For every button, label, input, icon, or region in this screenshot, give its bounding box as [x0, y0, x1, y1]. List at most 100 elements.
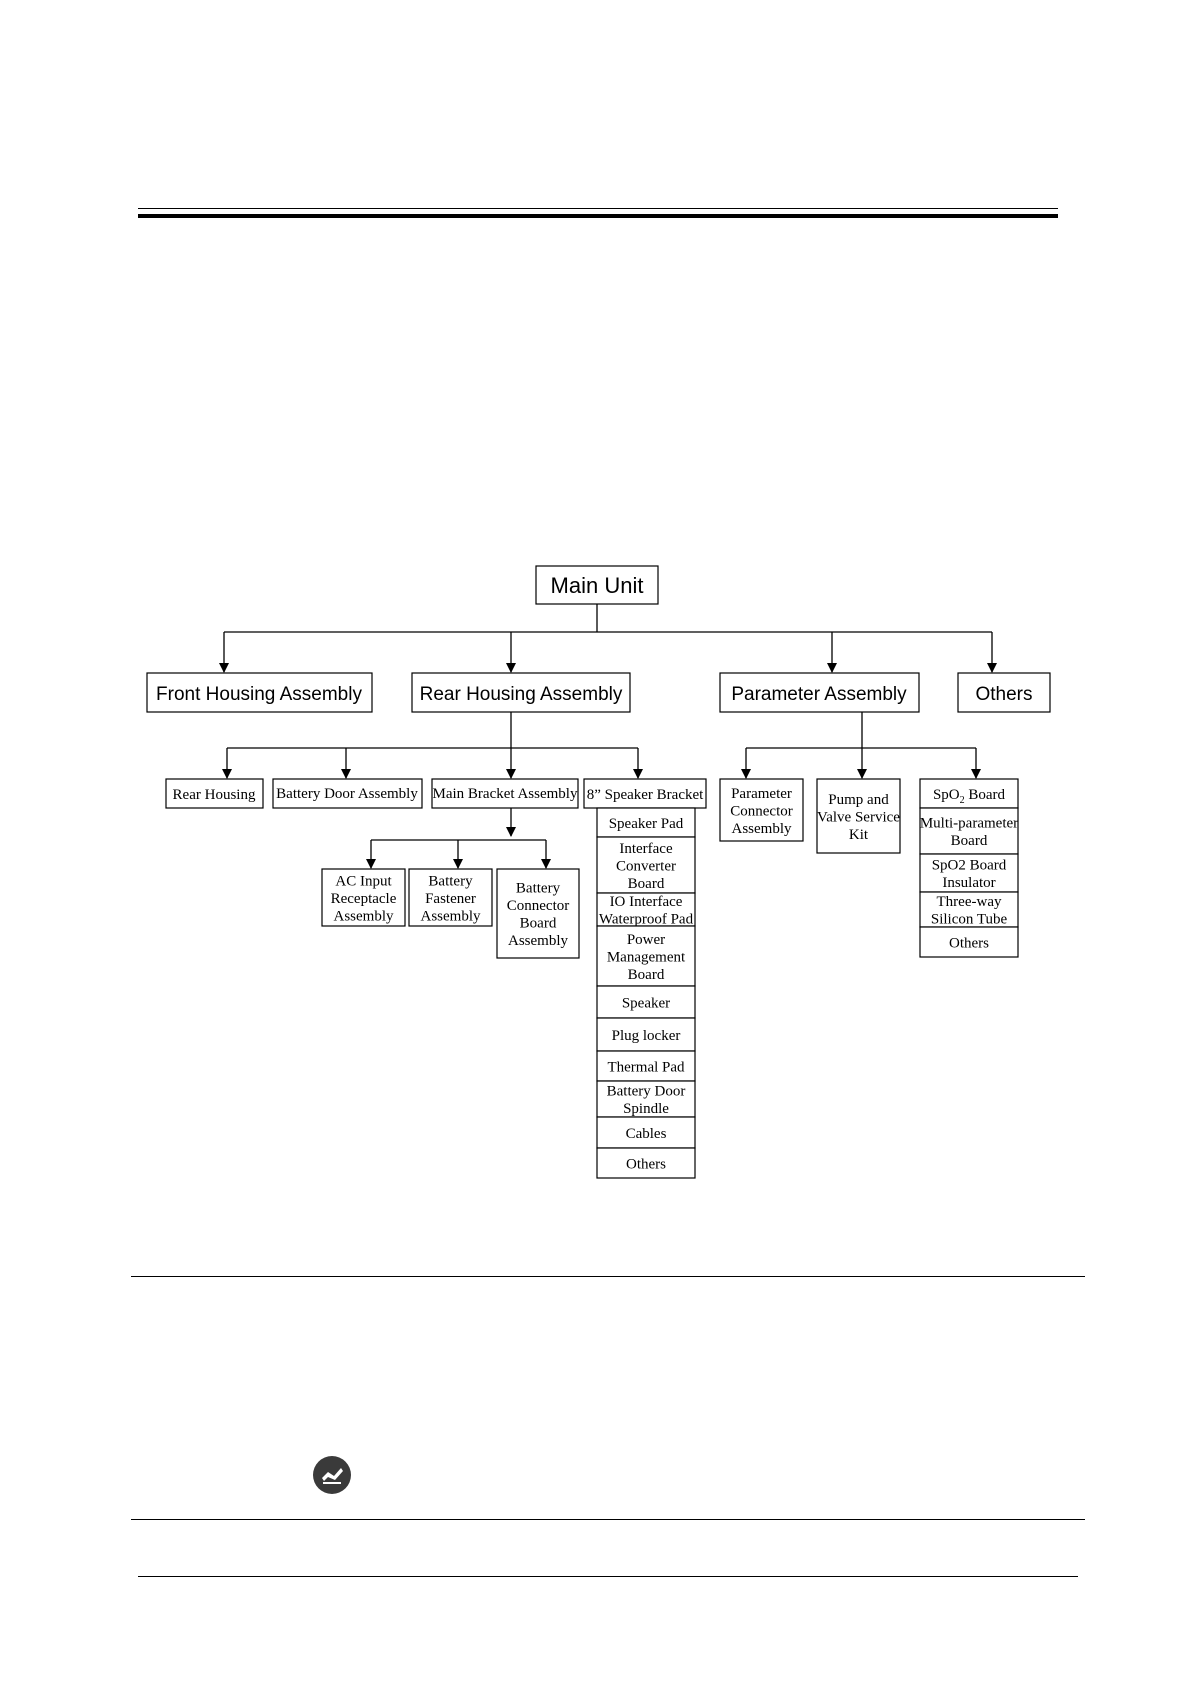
speaker-list-item-1-box	[596, 807, 696, 838]
node-main-bracket-child-2-line-3: Assembly	[421, 908, 482, 924]
speaker-list-item-3-line-1: IO Interface	[610, 894, 683, 910]
spo2-list-item-3-box	[919, 891, 1019, 928]
speaker-list-item-10: Others	[596, 1147, 696, 1179]
spo2-list-item-2-box	[919, 853, 1019, 893]
node-main-bracket-child-1-box	[321, 868, 406, 927]
node-main-bracket-child-2-line-2: Fastener	[425, 891, 476, 907]
speaker-list-item-8-line-1: Battery Door	[607, 1084, 686, 1100]
spo2-list-item-4-line-1: Others	[949, 935, 989, 951]
node-rear-housing-assembly: Rear Housing Assembly	[411, 672, 631, 713]
node-front-housing-assembly: Front Housing Assembly	[146, 672, 373, 713]
speaker-list-item-2-box	[596, 836, 696, 894]
node-others-level1-label: Others	[975, 684, 1032, 705]
node-parameter-child-2-line-2: Valve Service	[817, 809, 900, 825]
node-main-bracket-child-2-line-1: Battery	[428, 873, 473, 889]
speaker-list-item-2-line-1: Interface	[619, 841, 673, 857]
speaker-list-item-8-box	[596, 1080, 696, 1118]
node-parameter-child-1-line-2: Connector	[730, 803, 792, 819]
header-rule-thick	[138, 214, 1058, 218]
spo2-list-item-1-box	[919, 807, 1019, 855]
speaker-list-item-6-line-1: Plug locker	[612, 1028, 681, 1044]
spo2-list-item-2-line-2: Insulator	[942, 875, 995, 891]
spo2-subscript: 2	[960, 795, 965, 806]
speaker-list-item-7-line-1: Thermal Pad	[607, 1059, 685, 1075]
speaker-list-item-4-line-1: Power	[627, 932, 665, 948]
spo2-base: SpO	[933, 787, 960, 803]
main-bracket-children: AC InputReceptacleAssemblyBatteryFastene…	[321, 868, 580, 959]
node-parameter-child-2-line-3: Kit	[849, 827, 869, 843]
speaker-list-item-5: Speaker	[596, 985, 696, 1019]
node-rear-housing-assembly-label: Rear Housing Assembly	[420, 684, 623, 705]
spo2-suffix: Board	[965, 787, 1006, 803]
node-parameter-child-1-box	[719, 778, 804, 842]
spo2-list-item-4-box	[919, 926, 1019, 958]
node-speaker-bracket: 8” Speaker Bracket	[583, 778, 707, 809]
speaker-list-item-1: Speaker Pad	[596, 807, 696, 838]
speaker-list-item-2-line-3: Board	[628, 876, 665, 892]
spo2-list-item-2-line-1: SpO2 Board	[932, 858, 1007, 874]
section-rule-top	[131, 1276, 1085, 1277]
spo2-list-item-1-line-1: Multi-parameter	[920, 816, 1018, 832]
note-hand-icon	[312, 1455, 352, 1495]
node-main-unit-label: Main Unit	[551, 573, 644, 598]
node-parameter-assembly-label: Parameter Assembly	[731, 684, 907, 705]
node-parameter-assembly: Parameter Assembly	[719, 672, 920, 713]
speaker-list-item-3-line-2: Waterproof Pad	[599, 912, 694, 928]
node-main-bracket-assembly: Main Bracket Assembly	[431, 778, 579, 809]
node-spo2-board: SpO2 Board	[919, 778, 1019, 809]
node-parameter-child-1-line-1: Parameter	[731, 786, 792, 802]
speaker-list-item-1-line-1: Speaker Pad	[609, 816, 684, 832]
node-rear-housing: Rear Housing	[165, 778, 264, 809]
section-rule-bottom	[131, 1519, 1085, 1520]
footer-rule	[138, 1576, 1078, 1577]
node-main-bracket-child-3-box	[496, 868, 580, 959]
spo2-list-item-3-line-2: Silicon Tube	[931, 912, 1008, 928]
speaker-list-item-9-line-1: Cables	[626, 1126, 667, 1142]
speaker-list-item-9-box	[596, 1116, 696, 1149]
speaker-list-item-10-line-1: Others	[626, 1156, 666, 1172]
node-main-bracket-assembly-label: Main Bracket Assembly	[433, 786, 578, 802]
speaker-list-item-9: Cables	[596, 1116, 696, 1149]
node-parameter-child-2-line-1: Pump and	[828, 792, 889, 808]
node-main-bracket-child-3-line-2: Connector	[507, 898, 569, 914]
speaker-list-item-10-box	[596, 1147, 696, 1179]
speaker-list-item-4-line-2: Management	[607, 949, 686, 965]
node-main-bracket-child-1-line-3: Assembly	[334, 908, 395, 924]
speaker-list-item-7-box	[596, 1050, 696, 1082]
node-battery-door-assembly-label: Battery Door Assembly	[276, 786, 418, 802]
speaker-list-item-2-line-2: Converter	[616, 858, 676, 874]
node-main-bracket-child-3-line-4: Assembly	[508, 933, 569, 949]
speaker-list-item-8-line-2: Spindle	[623, 1101, 669, 1117]
node-main-bracket-child-1-line-1: AC Input	[335, 873, 392, 889]
spo2-list-item-4: Others	[919, 926, 1019, 958]
node-front-housing-assembly-label: Front Housing Assembly	[156, 684, 362, 705]
node-battery-door-assembly: Battery Door Assembly	[272, 778, 423, 809]
header-rule-thin	[138, 208, 1058, 209]
spo2-list-item-3-line-1: Three-way	[937, 894, 1002, 910]
node-rear-housing-label: Rear Housing	[173, 787, 256, 803]
node-main-unit: Main Unit	[535, 565, 659, 605]
speaker-list-item-4-line-3: Board	[628, 967, 665, 983]
speaker-list-item-7: Thermal Pad	[596, 1050, 696, 1082]
node-parameter-child-2-box	[816, 778, 901, 854]
speaker-list-item-6: Plug locker	[596, 1017, 696, 1052]
speaker-list-item-5-line-1: Speaker	[622, 995, 670, 1011]
node-main-bracket-child-3-line-1: Battery	[516, 881, 561, 897]
